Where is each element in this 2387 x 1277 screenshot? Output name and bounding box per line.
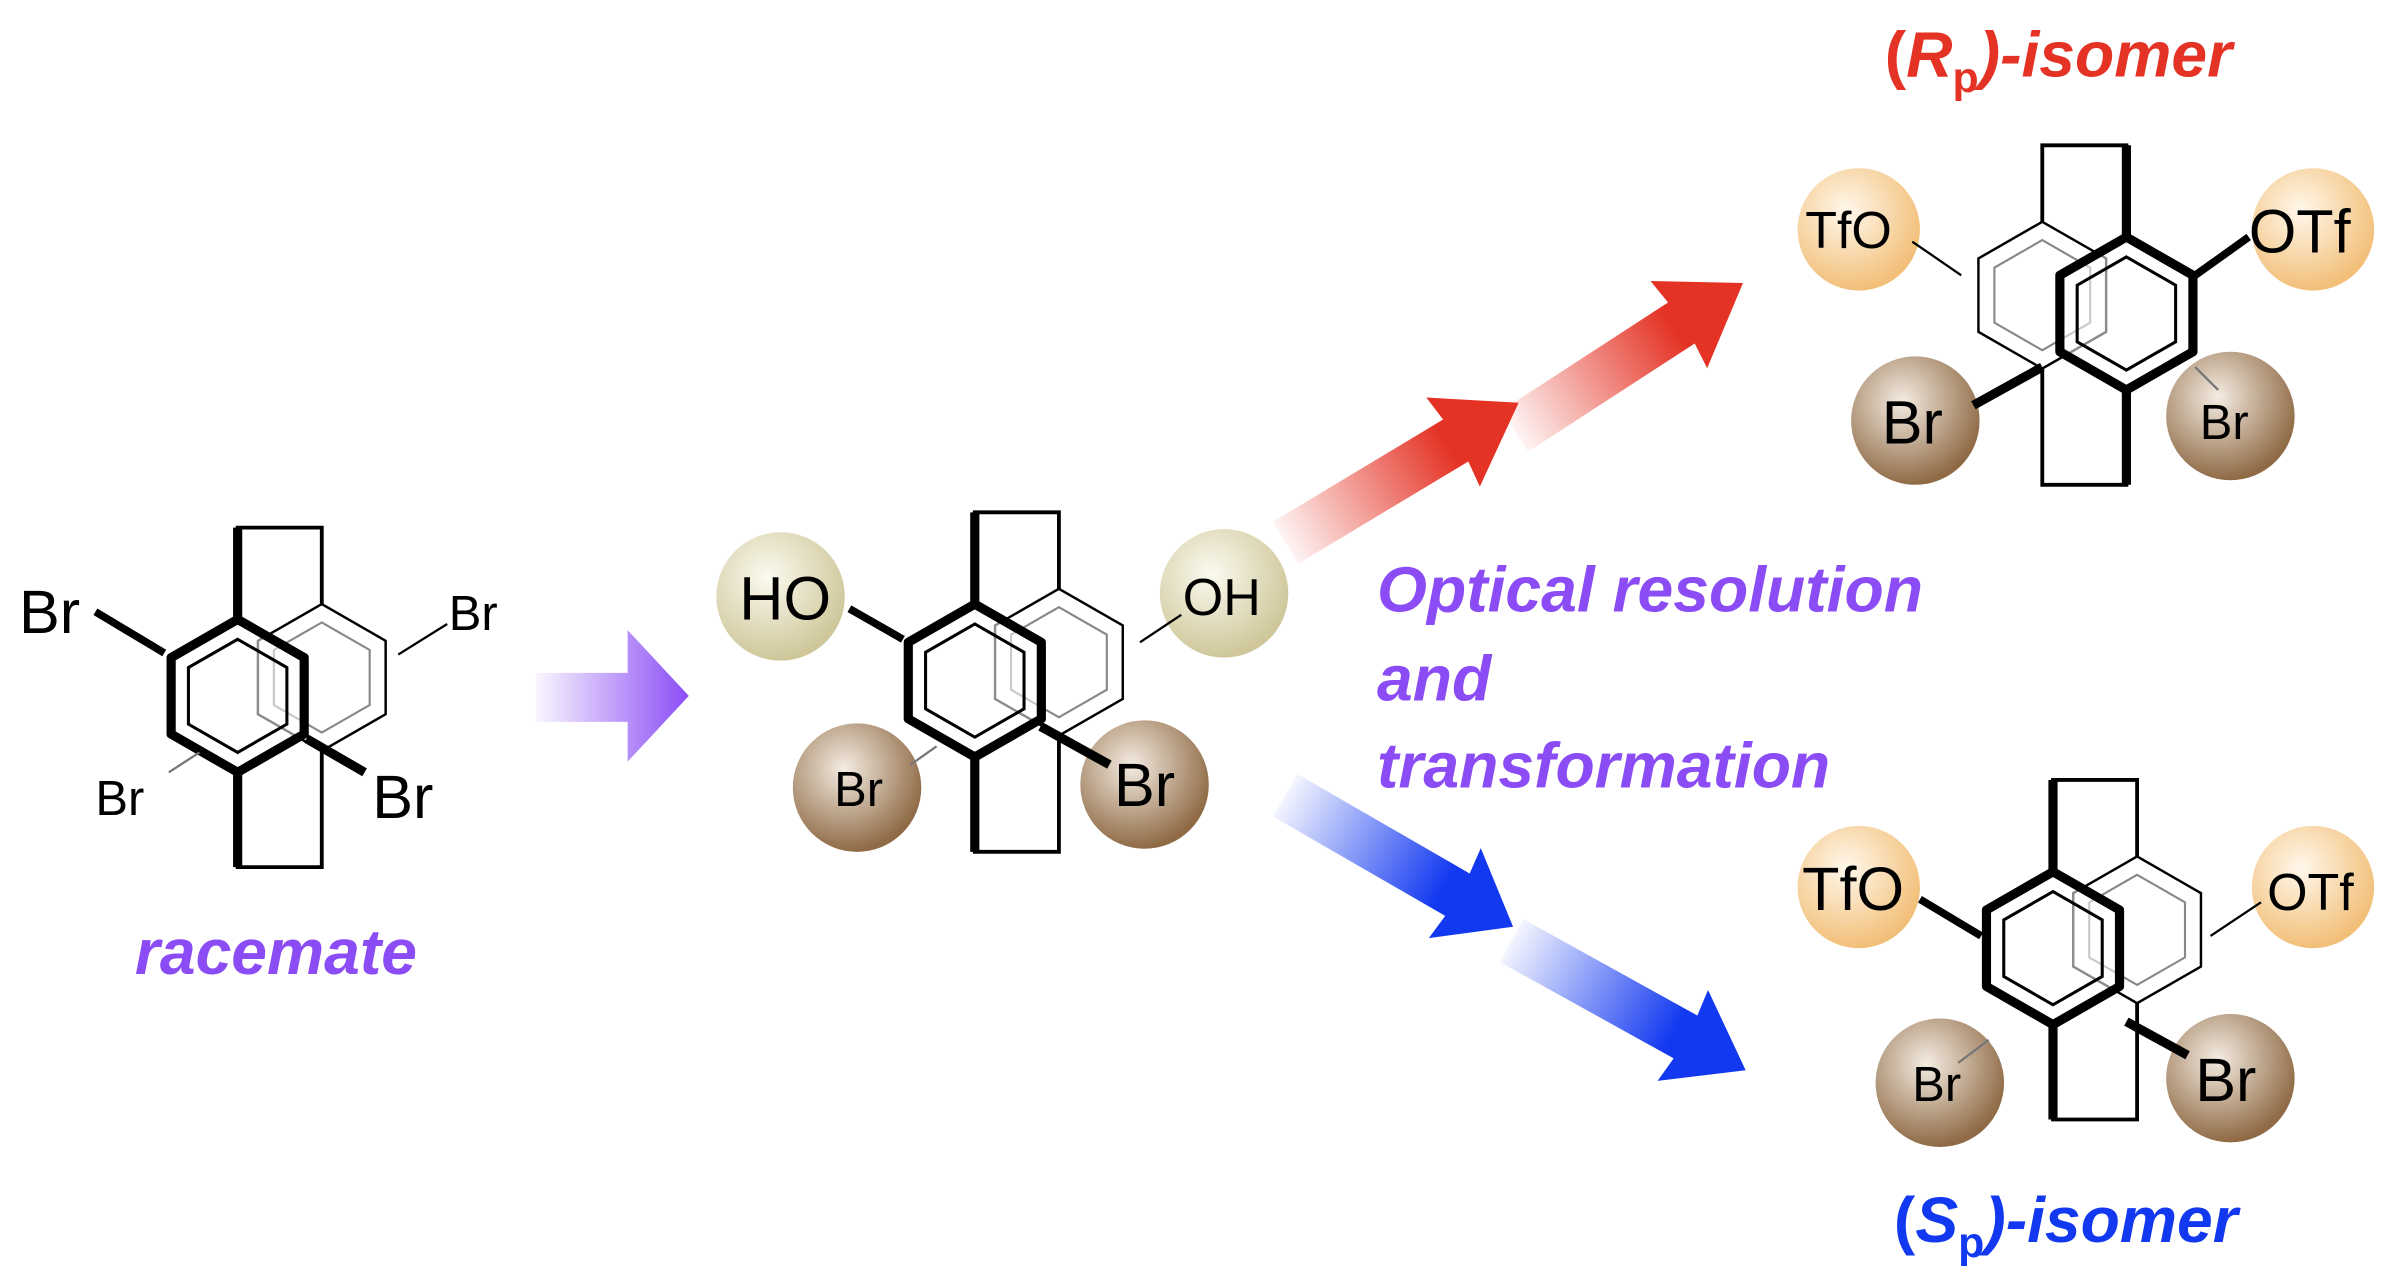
front-ring [903, 599, 1046, 762]
front-ring-inner [186, 637, 289, 755]
racemate-br-4: Br [372, 763, 433, 831]
substituent-bonds [93, 233, 2262, 1064]
diol-br-1: Br [834, 763, 883, 817]
top-bridge [2051, 778, 2140, 872]
front-ring-inner [2075, 255, 2178, 372]
process-label-line1: Optical resolution [1377, 554, 1923, 626]
rp-tfo: TfO [1805, 202, 1892, 260]
racemate-br-3: Br [95, 772, 144, 826]
front-ring-inner [2002, 889, 2104, 1007]
diol-molecule [903, 510, 1125, 854]
diol-ho: HO [739, 564, 831, 632]
sp-isomer-molecule [1981, 778, 2203, 1122]
blue-arrows [1273, 774, 1746, 1081]
rp-br-2: Br [2200, 396, 2249, 450]
top-bridge [2040, 143, 2129, 238]
diol-oh: OH [1183, 569, 1261, 627]
top-bridge [972, 510, 1061, 605]
red-arrows [1272, 281, 1743, 564]
process-label-line2: and [1377, 642, 1493, 714]
substituent-highlights [716, 168, 2375, 1148]
purple-arrow [535, 630, 689, 762]
diol-br-2: Br [1114, 751, 1175, 819]
front-ring [166, 614, 309, 777]
racemate-label: racemate [135, 916, 417, 988]
sp-tfo: TfO [1802, 855, 1904, 923]
process-label-line3: transformation [1377, 730, 1830, 802]
top-bridge [235, 525, 324, 620]
rp-isomer-label: (Rp)-isomer [1885, 18, 2235, 101]
rp-isomer-molecule [1977, 143, 2198, 487]
sp-br-2: Br [2195, 1046, 2256, 1114]
front-ring [2055, 232, 2198, 395]
racemate-br-2: Br [449, 587, 498, 641]
racemate-molecule [166, 525, 387, 870]
sp-isomer-label: (Sp)-isomer [1894, 1184, 2241, 1267]
rp-br-1: Br [1882, 389, 1943, 457]
rp-otf: OTf [2249, 197, 2352, 265]
front-ring-inner [924, 622, 1026, 739]
front-ring [1981, 867, 2125, 1030]
sp-otf: OTf [2267, 864, 2354, 922]
racemate-br-1: Br [19, 578, 80, 646]
sp-br-1: Br [1912, 1058, 1961, 1112]
